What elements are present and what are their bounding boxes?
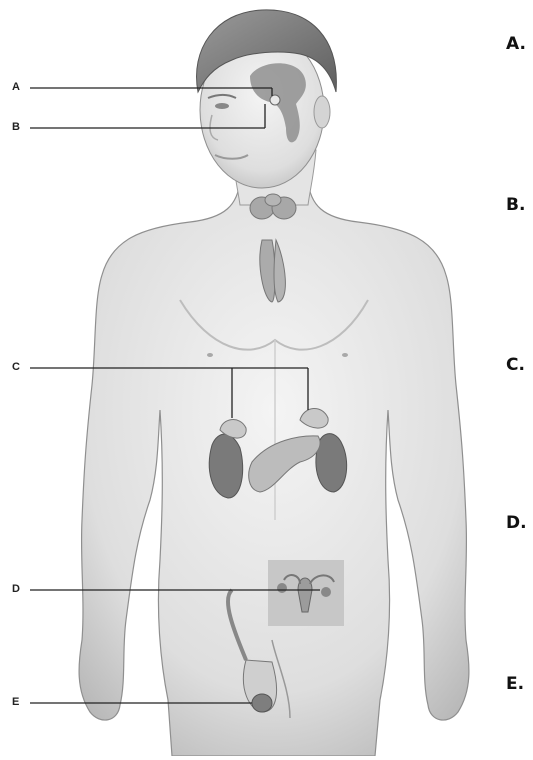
label-b: B xyxy=(12,121,20,133)
label-d: D xyxy=(12,583,20,595)
answer-b: B. xyxy=(506,195,525,215)
testis xyxy=(252,694,272,712)
answer-a: A. xyxy=(506,34,526,54)
answer-d: D. xyxy=(506,513,527,533)
answer-c: C. xyxy=(506,355,525,375)
answer-e: E. xyxy=(506,674,524,694)
label-e: E xyxy=(12,696,19,708)
pituitary-gland xyxy=(270,95,280,105)
label-a: A xyxy=(12,81,20,93)
label-c: C xyxy=(12,361,20,373)
